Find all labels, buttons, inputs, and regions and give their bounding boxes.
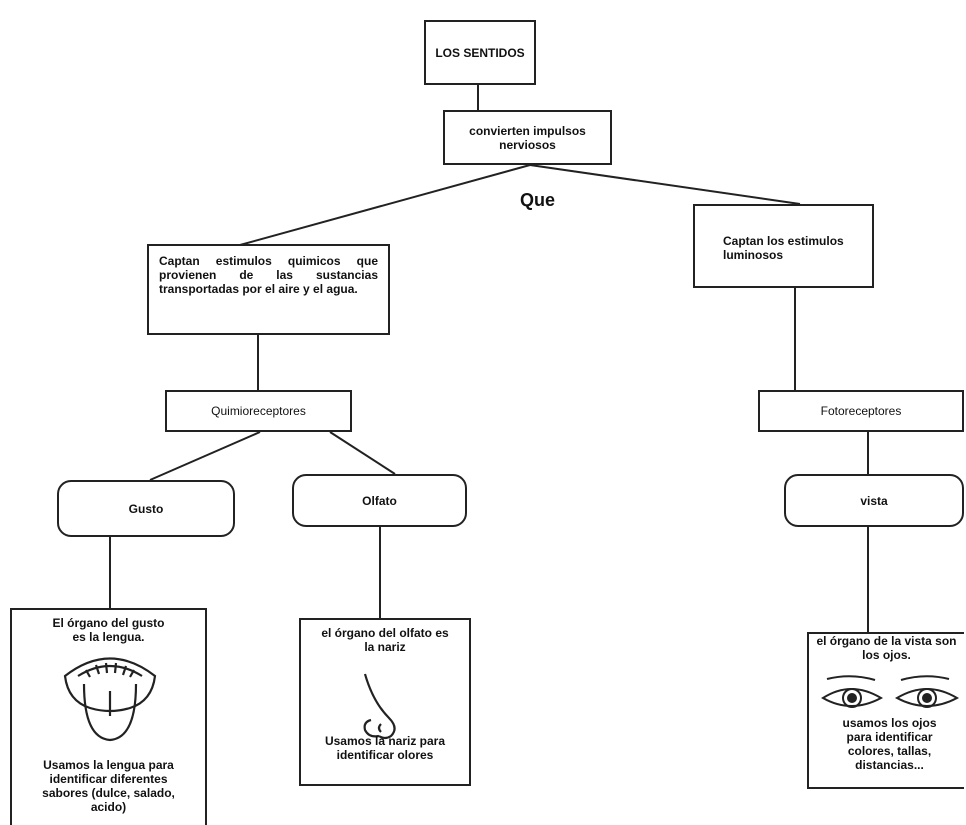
right-receptor-text: Fotoreceptores [820, 404, 902, 418]
vista-box: vista [784, 474, 964, 527]
gusto-organ-box: El órgano del gusto es la lengua. Usamos… [10, 608, 207, 825]
left-receptor-text: Quimioreceptores [211, 404, 306, 418]
gusto-use-text: Usamos la lengua para identificar difere… [42, 758, 175, 814]
olfato-label: Olfato [362, 493, 397, 508]
right-receptor-box: Fotoreceptores [758, 390, 964, 432]
left-description-text: Captan estimulos quimicos que provienen … [159, 254, 378, 296]
vista-label: vista [860, 493, 888, 508]
right-description-box: Captan los estimulos luminosos [693, 204, 874, 288]
eyes-icon [821, 675, 960, 708]
gusto-box: Gusto [57, 480, 235, 537]
vista-use-text: usamos los ojos para identificar colores… [842, 716, 937, 772]
vista-organ-box: el órgano de la vista son los ojos. usam… [807, 632, 964, 789]
tongue-icon [63, 657, 157, 742]
gusto-label: Gusto [128, 501, 164, 516]
subtitle-box: convierten impulsos nerviosos [443, 110, 612, 165]
olfato-organ-text: el órgano del olfato es la nariz [321, 626, 449, 654]
subtitle-text: convierten impulsos nerviosos [469, 123, 586, 152]
left-description-box: Captan estimulos quimicos que provienen … [147, 244, 390, 335]
olfato-box: Olfato [292, 474, 467, 527]
right-description-text: Captan los estimulos luminosos [723, 234, 844, 262]
title-text: LOS SENTIDOS [435, 45, 525, 60]
vista-organ-text: el órgano de la vista son los ojos. [816, 634, 957, 662]
connector-word: Que [520, 190, 556, 210]
gusto-organ-text: El órgano del gusto es la lengua. [52, 616, 165, 644]
nose-icon [363, 673, 396, 740]
title-box: LOS SENTIDOS [424, 20, 536, 85]
left-receptor-box: Quimioreceptores [165, 390, 352, 432]
olfato-organ-box: el órgano del olfato es la nariz Usamos … [299, 618, 471, 786]
olfato-use-text: Usamos la nariz para identificar olores [324, 734, 446, 762]
